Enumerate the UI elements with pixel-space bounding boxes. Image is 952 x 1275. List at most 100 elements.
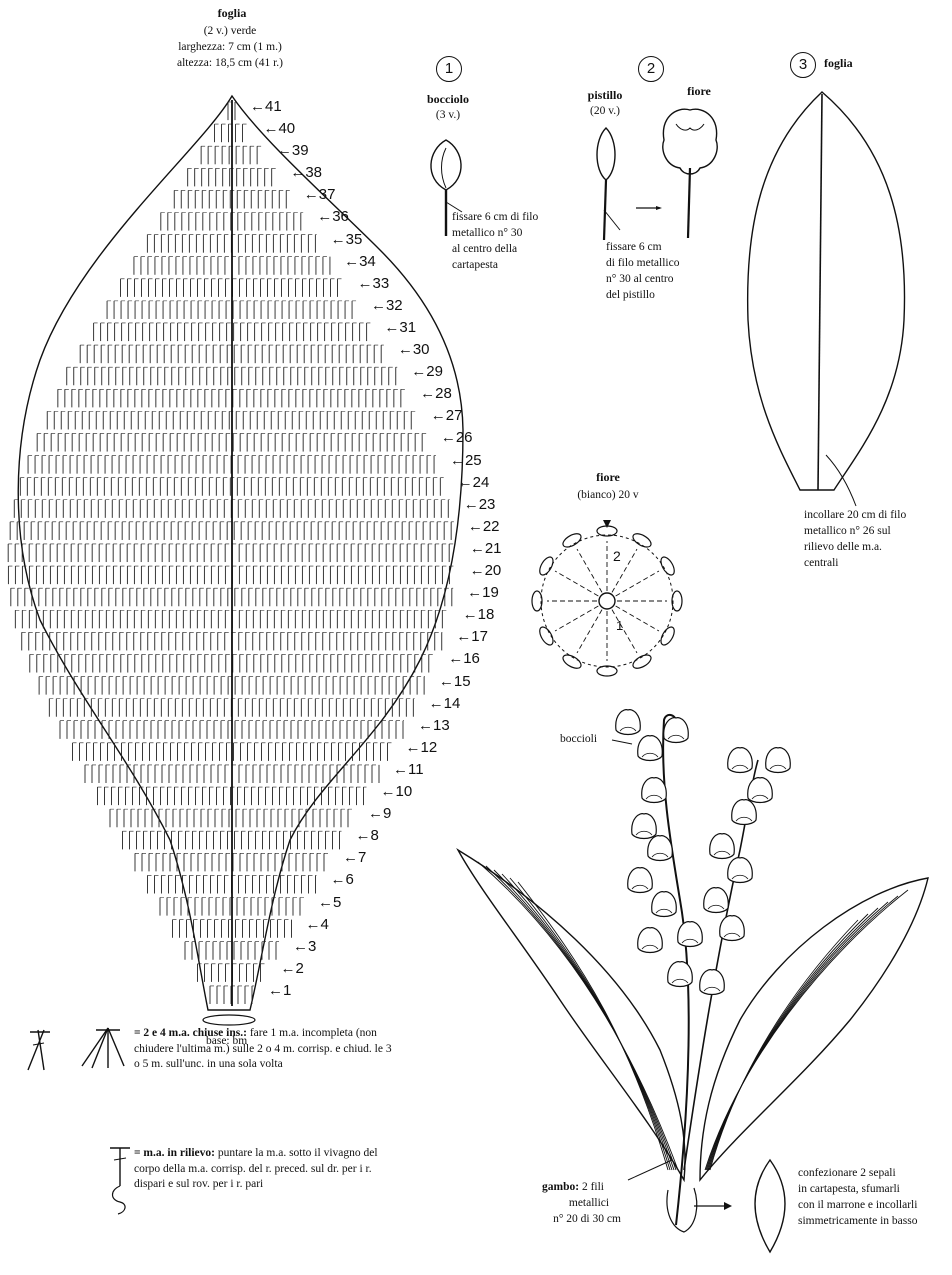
plant-bell-flower	[632, 814, 657, 839]
pistil-title: pistillo	[570, 88, 640, 103]
plant-bell-flower	[616, 710, 641, 735]
leaf-row-label: ←30	[398, 341, 430, 358]
plant-bell-flower	[710, 834, 735, 859]
stem-label-3: n° 20 di 30 cm	[532, 1212, 642, 1226]
leaf-chart-line2: larghezza: 7 cm (1 m.)	[150, 40, 310, 54]
buds-label: boccioli	[560, 732, 597, 746]
stem-label-bold: gambo:	[542, 1181, 579, 1193]
plant-bell-flower	[642, 778, 667, 803]
leaf-row-label: ←15	[439, 673, 471, 690]
cluster-2-symbol	[28, 1030, 50, 1070]
plant-left-leaf	[458, 850, 685, 1180]
plant-bell-flower	[728, 748, 753, 773]
cluster-4-symbol	[82, 1028, 124, 1068]
flower-round-1-label: 1	[616, 618, 623, 634]
leaf-row-label: ←32	[371, 297, 403, 314]
legend-post-bold: = m.a. in rilievo:	[134, 1147, 215, 1159]
sepal-instruction-3: con il marrone e incollarli	[798, 1198, 917, 1212]
leaf-instruction-2: metallico n° 26 sul	[804, 524, 891, 538]
bell-flower-drawing	[663, 109, 717, 238]
leaf-chart-title: foglia	[172, 6, 292, 21]
sepal-instruction-4: simmetricamente in basso	[798, 1214, 948, 1228]
pistil-count: (20 v.)	[570, 104, 640, 118]
leaf-crochet-chart	[8, 96, 463, 1025]
plant-bell-flower	[766, 748, 791, 773]
bud-instruction-4: cartapesta	[452, 258, 498, 272]
flower-chart-title: fiore	[570, 470, 646, 485]
legend-post-text: = m.a. in rilievo: puntare la m.a. sotto…	[134, 1146, 394, 1193]
leaf-row-label: ←1	[268, 982, 291, 999]
leaf-row-label: ←7	[343, 849, 366, 866]
leaf-instruction-1: incollare 20 cm di filo	[804, 508, 906, 522]
leaf-row-label: ←31	[384, 319, 416, 336]
leaf-row-label: ←37	[304, 186, 336, 203]
leaf-row-label: ←23	[464, 496, 496, 513]
leaf-row-label: ←24	[458, 474, 490, 491]
plant-bell-flower	[732, 800, 757, 825]
leaf-row-label: ←9	[368, 805, 391, 822]
flower-petal-stitch	[532, 591, 542, 611]
pistil-instruction-3: n° 30 al centro	[606, 272, 674, 286]
plant-bell-flower	[628, 868, 653, 893]
leaf-row-label: ←17	[456, 628, 488, 645]
pistil-instruction-2: di filo metallico	[606, 256, 679, 270]
leaf-row-label: ←10	[381, 783, 413, 800]
leaf-base-chain	[203, 1015, 255, 1025]
leaf-row-label: ←35	[331, 231, 363, 248]
leaf-row-label: ←28	[420, 385, 452, 402]
leaf-chart-line1: (2 v.) verde	[160, 24, 300, 38]
bud-instruction-3: al centro della	[452, 242, 517, 256]
flower-petal-stitch	[631, 652, 653, 671]
pistil-instruction-1: fissare 6 cm	[606, 240, 662, 254]
pistil-instruction-4: del pistillo	[606, 288, 655, 302]
flower-petal-stitch	[561, 652, 583, 671]
leaf-row-label: ←12	[406, 739, 438, 756]
legend-cluster-bold: = 2 e 4 m.a. chiuse ins.:	[134, 1027, 247, 1039]
leaf-instruction-4: centrali	[804, 556, 838, 570]
bud-instruction-2: metallico n° 30	[452, 226, 522, 240]
leaf-row-label: ←38	[290, 164, 322, 181]
flower-crochet-chart	[532, 520, 682, 676]
bud-instruction-1: fissare 6 cm di filo	[452, 210, 538, 224]
leaf-row-label: ←40	[263, 120, 295, 137]
leaf-row-label: ←19	[467, 584, 499, 601]
leaf-row-label: ←5	[318, 894, 341, 911]
flower-petal-stitch	[537, 555, 556, 577]
flower-petal-stitch	[658, 625, 677, 647]
leaf-row-label: ←18	[463, 606, 495, 623]
stem-label-2: metallici	[542, 1196, 636, 1210]
step-2-number: 2	[638, 56, 664, 82]
leaf-row-label: ←36	[317, 208, 349, 225]
leaf-row-label: ←11	[393, 761, 424, 778]
bud-count: (3 v.)	[406, 108, 490, 122]
flower-petal-stitch	[537, 625, 556, 647]
leaf-row-label: ←8	[356, 827, 379, 844]
leaf-row-label: ←22	[468, 518, 500, 535]
stem-label: gambo: 2 fili	[542, 1180, 642, 1194]
leaf-row-label: ←14	[429, 695, 461, 712]
plant-bell-flower	[638, 736, 663, 761]
flower-petal-stitch	[631, 531, 653, 550]
plant-bell-flower	[678, 922, 703, 947]
leaf-row-label: ←21	[470, 540, 502, 557]
leaf-row-label: ←26	[441, 429, 473, 446]
flower-petal-stitch	[658, 555, 677, 577]
post-stitch-symbol	[110, 1148, 130, 1214]
flower-title: fiore	[674, 84, 724, 99]
plant-bell-flower	[720, 916, 745, 941]
leaf-row-label: ←20	[470, 562, 502, 579]
bud-title: bocciolo	[406, 92, 490, 107]
leaf-row-label: ←34	[344, 253, 376, 270]
legend-cluster-text: = 2 e 4 m.a. chiuse ins.: fare 1 m.a. in…	[134, 1026, 394, 1073]
leaf-row-label: ←13	[418, 717, 450, 734]
leaf-row-label: ←25	[450, 452, 482, 469]
leaf-row-label: ←2	[281, 960, 304, 977]
leaf-row-label: ←41	[250, 98, 282, 115]
step-1-number: 1	[436, 56, 462, 82]
leaf-row-label: ←4	[306, 916, 329, 933]
legend-symbols	[28, 1028, 130, 1214]
plant-bell-flower	[704, 888, 729, 913]
leaf-row-label: ←33	[358, 275, 390, 292]
leaf-row-label: ←6	[331, 871, 354, 888]
plant-bell-flower	[748, 778, 773, 803]
